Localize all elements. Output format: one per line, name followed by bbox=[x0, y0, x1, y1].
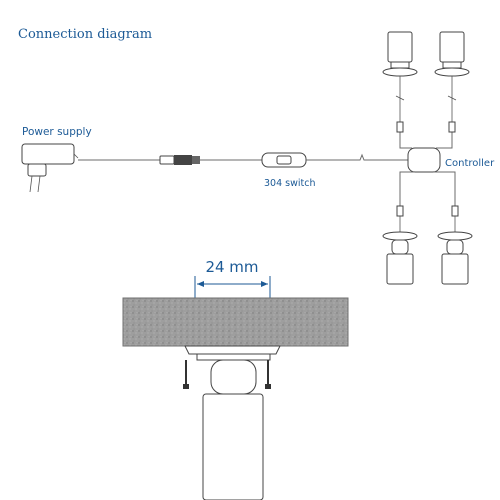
switch-label: 304 switch bbox=[264, 178, 315, 189]
top-left-lamp-wire bbox=[399, 132, 412, 149]
bottom-left-lamp-wire bbox=[399, 171, 414, 210]
power-supply-adapter bbox=[21, 143, 79, 193]
controller-label: Controller bbox=[445, 158, 495, 169]
mounting-screw-right bbox=[265, 360, 271, 389]
inline-switch bbox=[261, 152, 307, 168]
lamp-top-left bbox=[382, 31, 418, 133]
diagram-title: Connection diagram bbox=[18, 27, 152, 42]
large-lamp-body bbox=[202, 359, 264, 500]
controller-input-wire bbox=[306, 153, 408, 161]
countertop-slab bbox=[122, 297, 349, 347]
power-supply-label: Power supply bbox=[22, 126, 92, 138]
bottom-right-lamp-wire bbox=[434, 171, 456, 210]
lamp-bottom-right bbox=[437, 205, 473, 285]
mounting-flange bbox=[184, 345, 281, 361]
lamp-bottom-left bbox=[382, 205, 418, 285]
controller-box bbox=[407, 147, 441, 173]
lamp-top-right bbox=[434, 31, 470, 133]
mounting-screw-left bbox=[183, 360, 189, 389]
top-right-lamp-wire bbox=[436, 132, 453, 149]
dc-connector bbox=[159, 155, 200, 165]
dimension-label: 24 mm bbox=[205, 258, 258, 276]
